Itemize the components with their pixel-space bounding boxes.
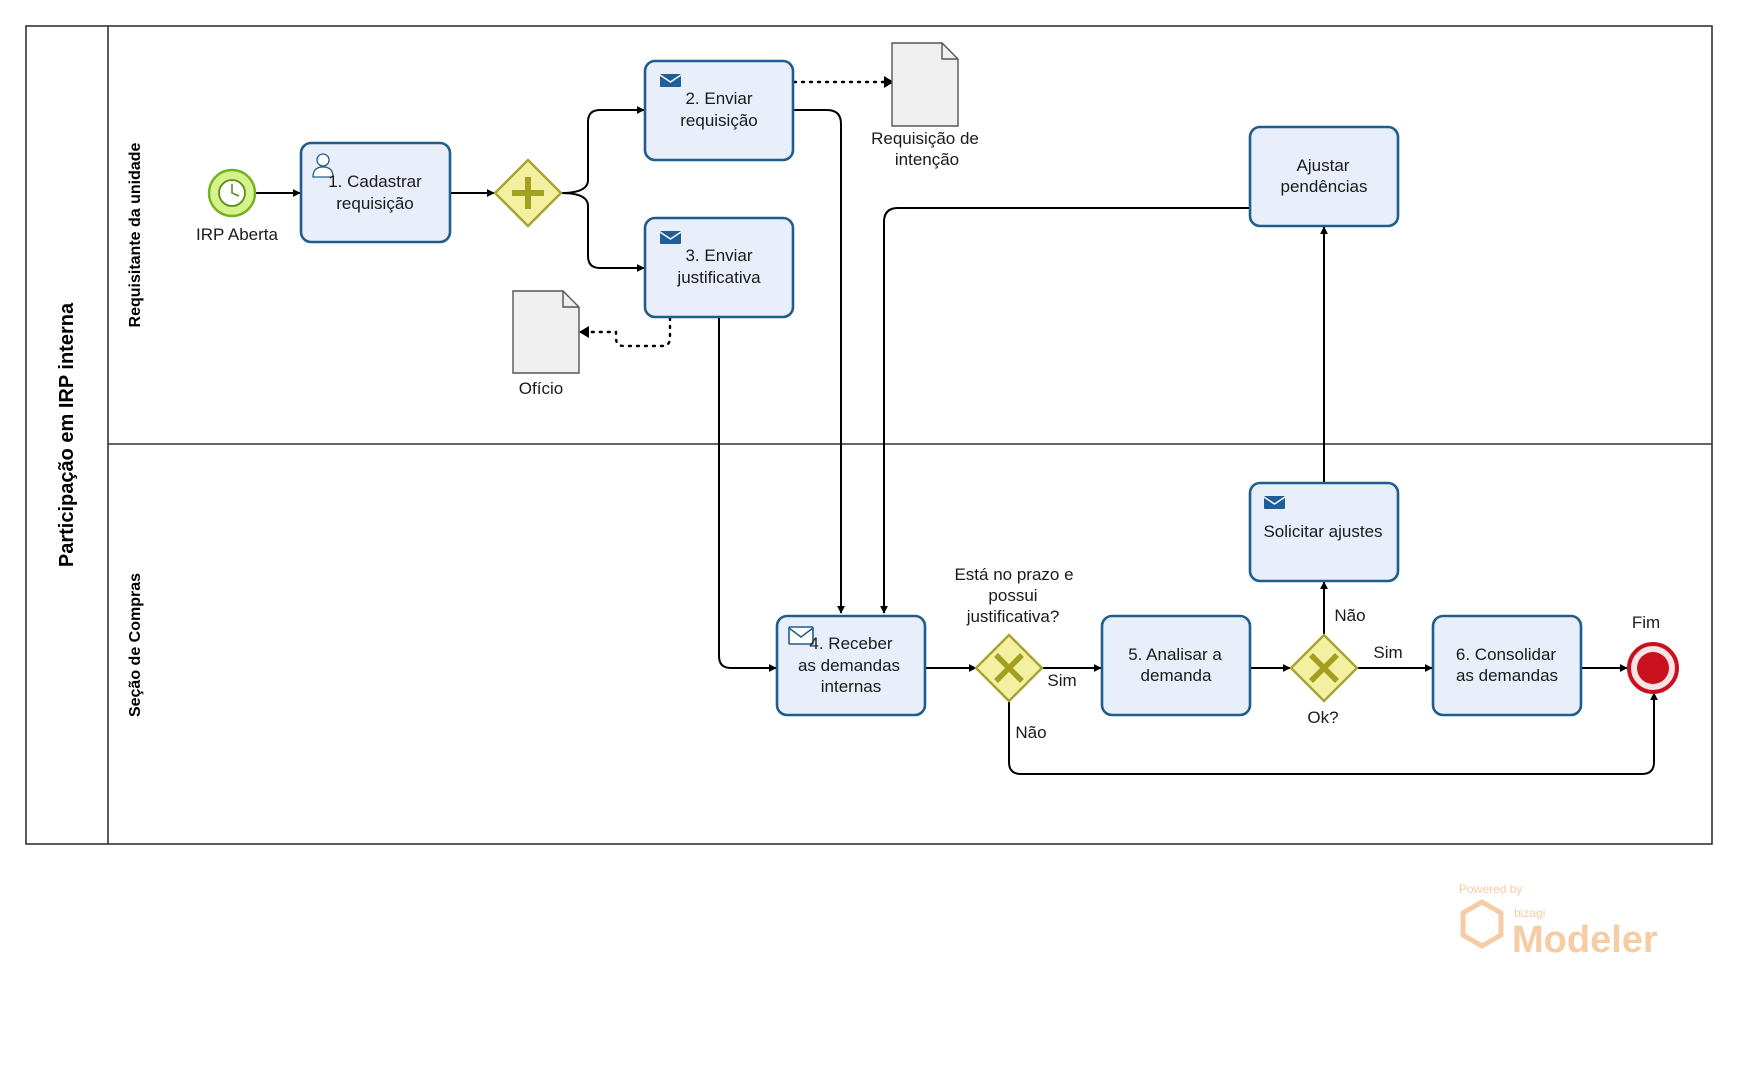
gateway-question-ok: Ok?	[1307, 708, 1338, 727]
user-icon	[312, 153, 334, 178]
assoc-enviar-just-to-oficio	[586, 316, 672, 348]
pool-title: Participação em IRP interna	[56, 302, 78, 567]
task-consolidar-demandas[interactable]: 6. Consolidar as demandas	[1431, 614, 1583, 717]
svg-text:5. Analisar a: 5. Analisar a	[1128, 645, 1222, 664]
task-solicitar-ajustes[interactable]: Solicitar ajustes	[1248, 481, 1400, 583]
document-label-requisicao: Requisição de	[871, 129, 979, 148]
svg-text:as demandas: as demandas	[1456, 666, 1558, 685]
parallel-gateway[interactable]	[493, 158, 563, 228]
document-label-oficio: Ofício	[519, 379, 563, 398]
svg-text:6. Consolidar: 6. Consolidar	[1456, 645, 1557, 664]
envelope-icon	[1263, 496, 1286, 509]
task-cadastrar-requisicao[interactable]: 1. Cadastrar requisição	[299, 141, 452, 244]
svg-text:Powered by: Powered by	[1459, 882, 1522, 896]
svg-text:pendências: pendências	[1281, 177, 1368, 196]
svg-text:internas: internas	[821, 677, 881, 696]
gateway-question-prazo: Está no prazo e	[954, 565, 1073, 584]
envelope-icon	[659, 231, 682, 244]
svg-text:4. Receber: 4. Receber	[809, 634, 892, 653]
svg-text:Ajustar: Ajustar	[1297, 156, 1350, 175]
sequence-flows	[256, 106, 1658, 775]
bizagi-watermark: Powered by bizagi Modeler	[1459, 882, 1658, 961]
start-event-irp-aberta[interactable]	[207, 168, 257, 218]
lane-label-requisitante: Requisitante da unidade	[127, 142, 144, 327]
x-icon	[1309, 653, 1339, 683]
end-event-label: Fim	[1632, 613, 1660, 632]
flow-label-ok-sim: Sim	[1373, 643, 1402, 662]
flow-enviar-req-to-receber	[793, 109, 845, 614]
flow-enviar-just-to-receber	[718, 316, 777, 672]
flow-parallel-to-enviar-just	[560, 192, 645, 272]
task-enviar-requisicao[interactable]: 2. Enviar requisição	[643, 59, 795, 162]
x-icon	[994, 653, 1024, 683]
gateway-question-prazo-2: possui	[988, 586, 1037, 605]
task-analisar-demanda[interactable]: 5. Analisar a demanda	[1100, 614, 1252, 717]
envelope-icon	[788, 626, 814, 645]
gateway-question-prazo-3: justificativa?	[966, 607, 1060, 626]
svg-text:demanda: demanda	[1141, 666, 1212, 685]
exclusive-gateway-ok[interactable]	[1289, 633, 1359, 703]
flow-label-prazo-nao: Não	[1015, 723, 1046, 742]
task-ajustar-pendencias[interactable]: Ajustar pendências	[1248, 125, 1400, 228]
svg-text:justificativa: justificativa	[676, 268, 761, 287]
svg-text:2. Enviar: 2. Enviar	[685, 89, 752, 108]
svg-text:as demandas: as demandas	[798, 656, 900, 675]
svg-text:3. Enviar: 3. Enviar	[685, 246, 752, 265]
document-label-requisicao-2: intenção	[895, 150, 959, 169]
svg-text:requisição: requisição	[680, 111, 758, 130]
svg-text:requisição: requisição	[336, 194, 414, 213]
envelope-icon	[659, 74, 682, 87]
associations	[579, 76, 894, 348]
flow-parallel-to-enviar-req	[560, 106, 645, 194]
plus-icon	[512, 177, 544, 209]
document-icon-requisicao-intencao[interactable]	[891, 42, 959, 127]
svg-text:1. Cadastrar: 1. Cadastrar	[328, 172, 422, 191]
task-receber-demandas[interactable]: 4. Receber as demandas internas	[775, 614, 927, 717]
start-event-label: IRP Aberta	[196, 225, 278, 244]
flow-ajustar-to-receber	[880, 207, 1250, 614]
bizagi-logo-icon	[1460, 899, 1504, 949]
document-icon-oficio[interactable]	[512, 290, 580, 374]
pool: Participação em IRP interna Requisitante…	[25, 25, 1713, 845]
svg-text:bizagi: bizagi	[1514, 906, 1545, 920]
svg-text:Modeler: Modeler	[1512, 919, 1658, 961]
flow-label-prazo-sim: Sim	[1047, 671, 1076, 690]
task-enviar-justificativa[interactable]: 3. Enviar justificativa	[643, 216, 795, 319]
svg-text:Solicitar ajustes: Solicitar ajustes	[1263, 522, 1382, 541]
end-event-fim[interactable]	[1627, 642, 1679, 694]
lane-label-secao-compras: Seção de Compras	[127, 573, 144, 717]
exclusive-gateway-prazo[interactable]	[974, 633, 1044, 703]
flow-prazo-nao-to-fim	[1008, 692, 1658, 775]
flow-label-ok-nao: Não	[1334, 606, 1365, 625]
